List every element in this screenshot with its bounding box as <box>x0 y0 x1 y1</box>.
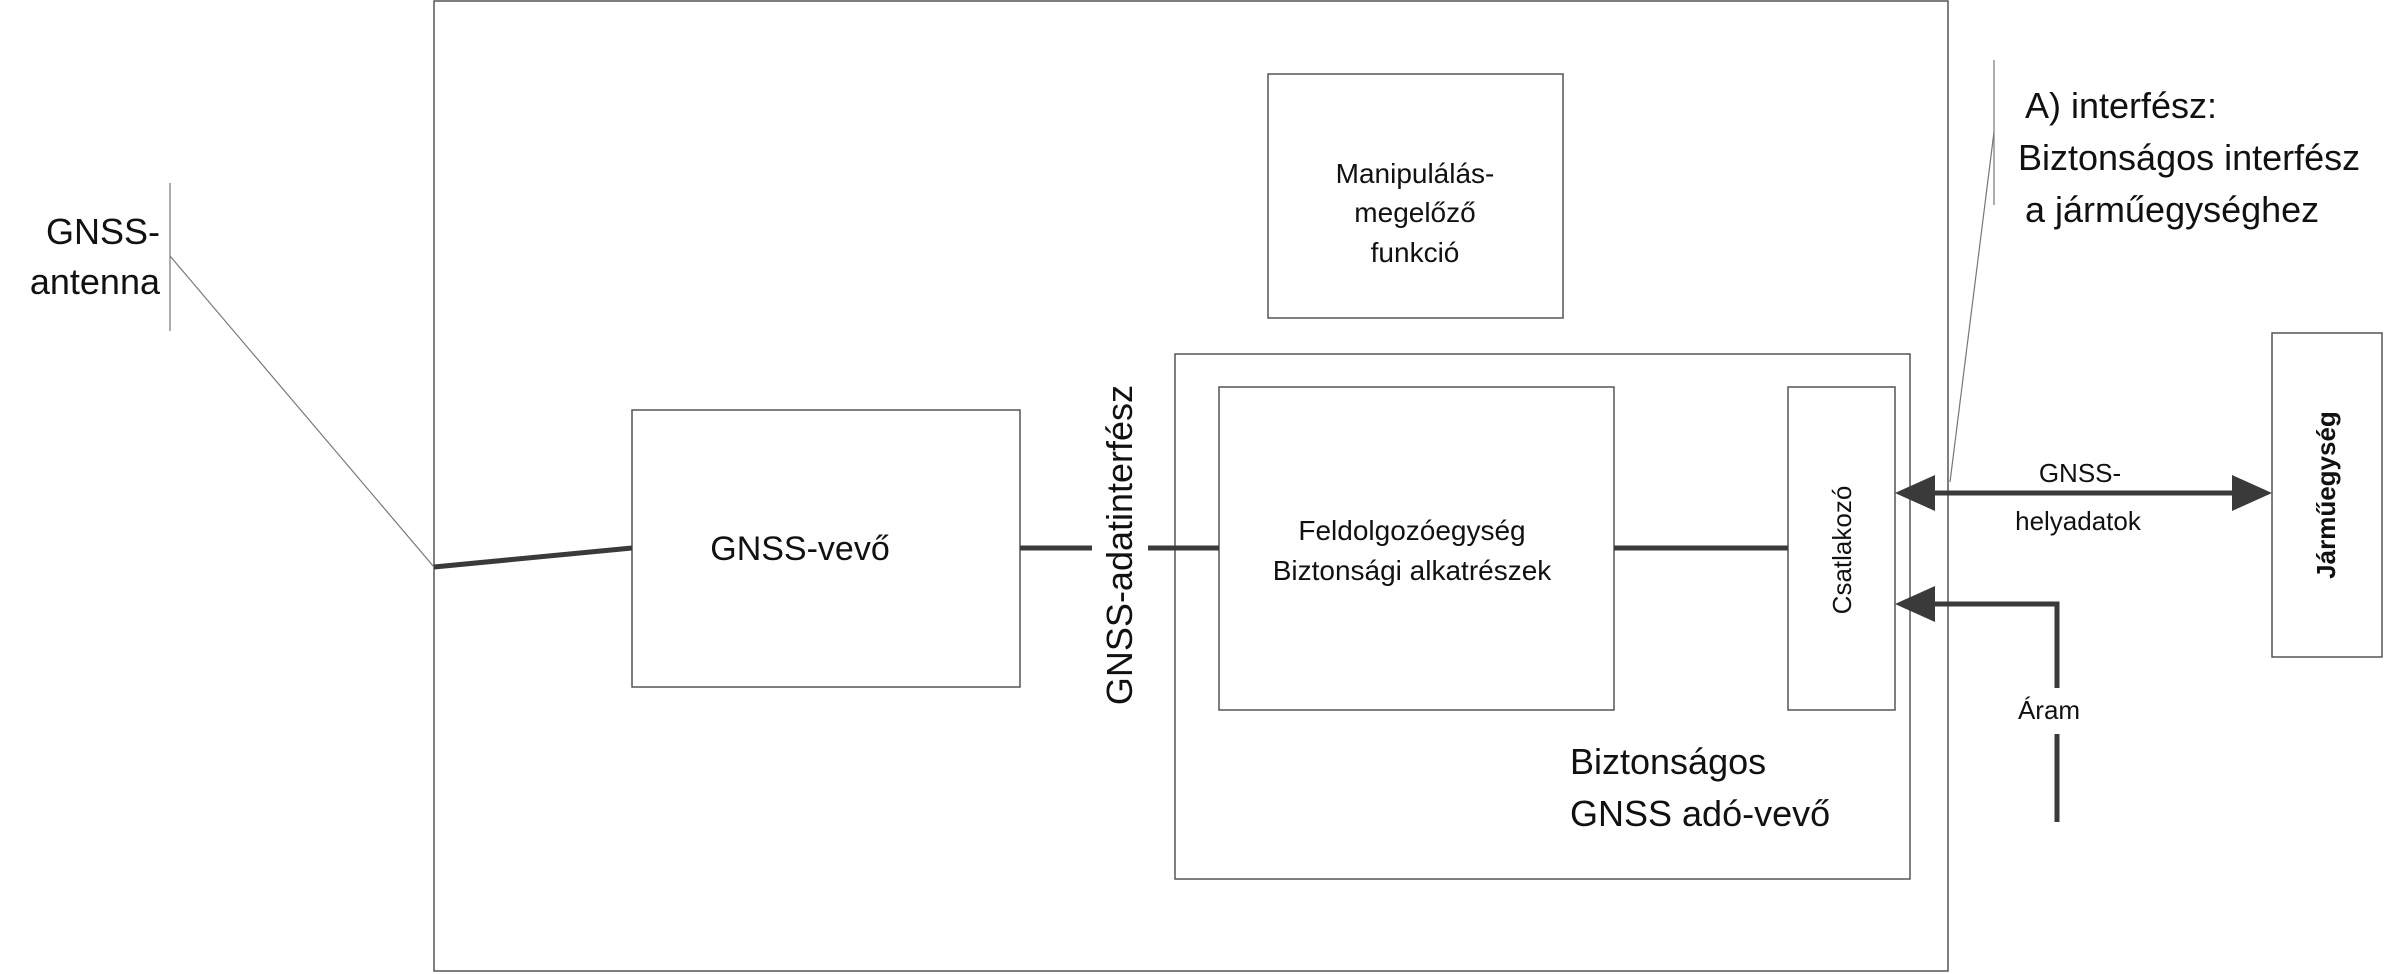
receiver-label: GNSS-vevő <box>710 530 890 568</box>
antenna-label-line1: GNSS- <box>46 211 160 252</box>
processing-label-line1: Feldolgozóegység <box>1298 515 1525 546</box>
power-arrow-line <box>1920 601 2060 822</box>
vehicle-unit-label: Járműegység <box>2311 411 2341 579</box>
position-data-arrowhead-left <box>1895 475 1935 511</box>
processing-unit-box <box>1218 386 1615 711</box>
processing-label-line2: Biztonsági alkatrészek <box>1273 555 1553 586</box>
connector-label: Csatlakozó <box>1827 486 1857 615</box>
transceiver-label-line1: Biztonságos <box>1570 741 1766 782</box>
outer-enclosure-box <box>433 0 1949 972</box>
tamper-prevention-box <box>1267 73 1564 319</box>
antenna-to-receiver-line <box>433 545 633 570</box>
position-data-arrowhead-right <box>2232 475 2272 511</box>
data-interface-label: GNSS-adatinterfész <box>1099 385 1140 705</box>
interface-a-label-line1: A) interfész: <box>2025 85 2217 126</box>
interface-a-lead-line <box>1949 131 1995 483</box>
tamper-label-line1: Manipulálás- <box>1336 158 1495 189</box>
position-data-label-line2: helyadatok <box>2015 506 2142 536</box>
power-label: Áram <box>2018 695 2080 725</box>
power-label-gap <box>2030 688 2084 734</box>
vehicle-unit-box <box>2271 332 2383 658</box>
power-arrowhead <box>1895 586 1935 622</box>
position-data-label-line1: GNSS- <box>2039 458 2121 488</box>
transceiver-label-line2: GNSS adó-vevő <box>1570 793 1830 834</box>
antenna-label-line2: antenna <box>30 261 161 302</box>
tamper-label-line3: funkció <box>1371 237 1460 268</box>
interface-a-label-line2: Biztonságos interfész <box>2018 137 2360 178</box>
secure-transceiver-box <box>1174 353 1911 880</box>
tamper-label-line2: megelőző <box>1354 197 1475 228</box>
interface-a-label-line3: a járműegységhez <box>2025 189 2319 230</box>
antenna-lead-line <box>169 255 435 568</box>
